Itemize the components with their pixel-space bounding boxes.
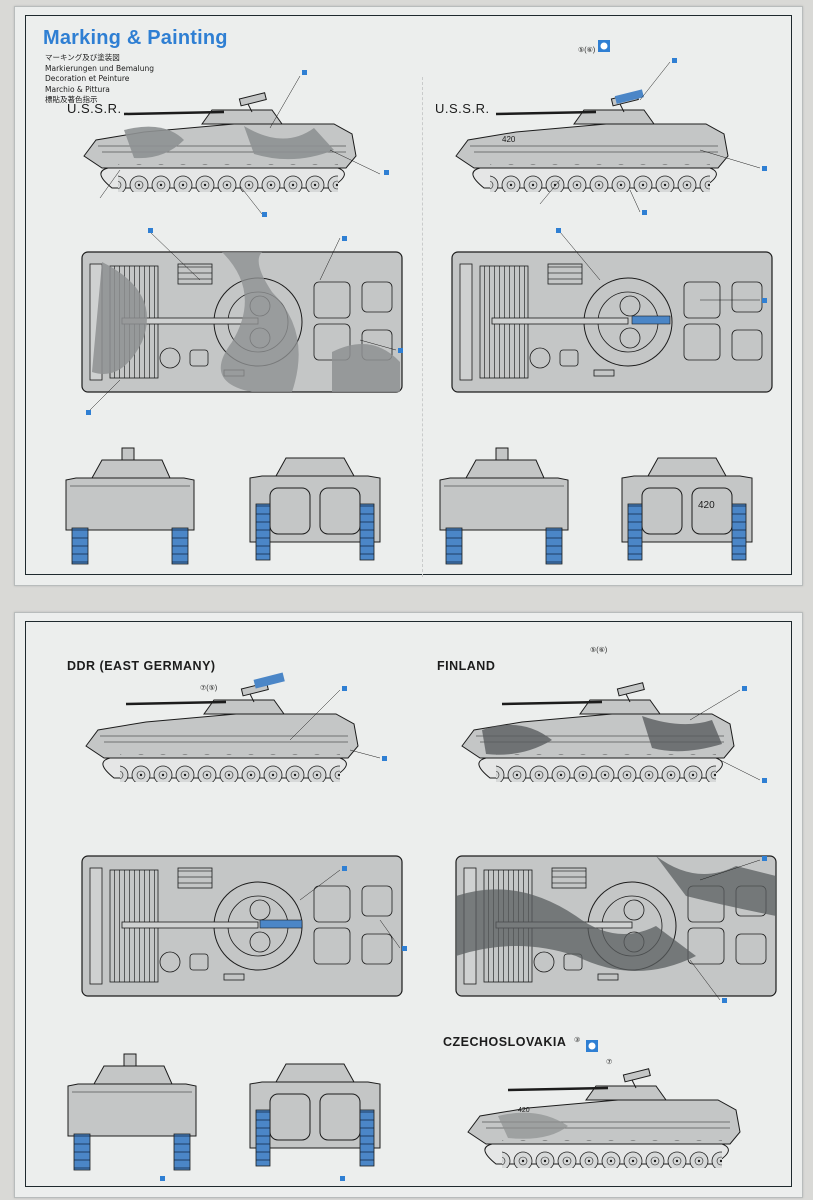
ddr-top-view [81,855,403,997]
decal-ref-5-6-finland: ⑤(⑥) [590,646,607,654]
ddr-rear-view [249,1063,381,1167]
scheme-label-ussr-2: U.S.S.R. [435,101,490,116]
czech-roundel-icon [586,1040,598,1052]
ussr2-side-view [454,89,730,194]
finland-side-view [460,681,736,784]
subtitle-jp: マーキング及び塗装図 [45,53,120,62]
ddr-side-view [84,672,360,784]
scheme-label-finland: FINLAND [437,659,496,673]
scheme-label-ddr: DDR (EAST GERMANY) [67,659,216,673]
decal-number-420-czech: 420 [518,1107,530,1114]
leader-lines [89,61,761,1001]
fold-line [422,77,423,577]
page-title: Marking & Painting [43,27,228,49]
sheet-frame [25,621,792,1187]
subtitle-de: Markierungen und Bemalung [45,63,154,73]
subtitle-cn: 標貼及著色指示 [45,95,98,104]
decal-number-420: 420 [502,135,516,144]
ussr2-rear-view [621,457,753,561]
ussr1-top-view [81,251,403,393]
scheme-label-czechoslovakia: CZECHOSLOVAKIA [443,1035,567,1049]
czech-roundel-icon [598,40,610,52]
ussr2-top-view [451,251,773,393]
subtitle-fr: Decoration et Peinture [45,74,130,83]
sheet-frame [25,15,792,575]
decal-number-420-rear: 420 [698,500,715,511]
ussr1-rear-view [249,457,381,561]
subtitle-block: マーキング及び塗装図 Markierungen und Bemalung Dec… [45,53,154,106]
decal-ref-7-czech: ⑦ [606,1058,612,1066]
decal-ref-3: ③ [574,1036,580,1044]
ussr1-front-view [65,447,195,565]
ddr-front-view [67,1053,197,1171]
subtitle-it: Marchio & Pittura [45,84,110,94]
ussr1-side-view [82,91,358,194]
decal-number-boxes [86,58,767,1181]
decal-ref-7-5: ⑦(⑤) [200,684,217,692]
decal-ref-5-6: ⑤(⑥) [578,46,595,54]
czechoslovakia-side-view [466,1067,742,1170]
scheme-label-ussr-1: U.S.S.R. [67,101,122,116]
finland-top-view [455,855,777,997]
ussr2-front-view [439,447,569,565]
